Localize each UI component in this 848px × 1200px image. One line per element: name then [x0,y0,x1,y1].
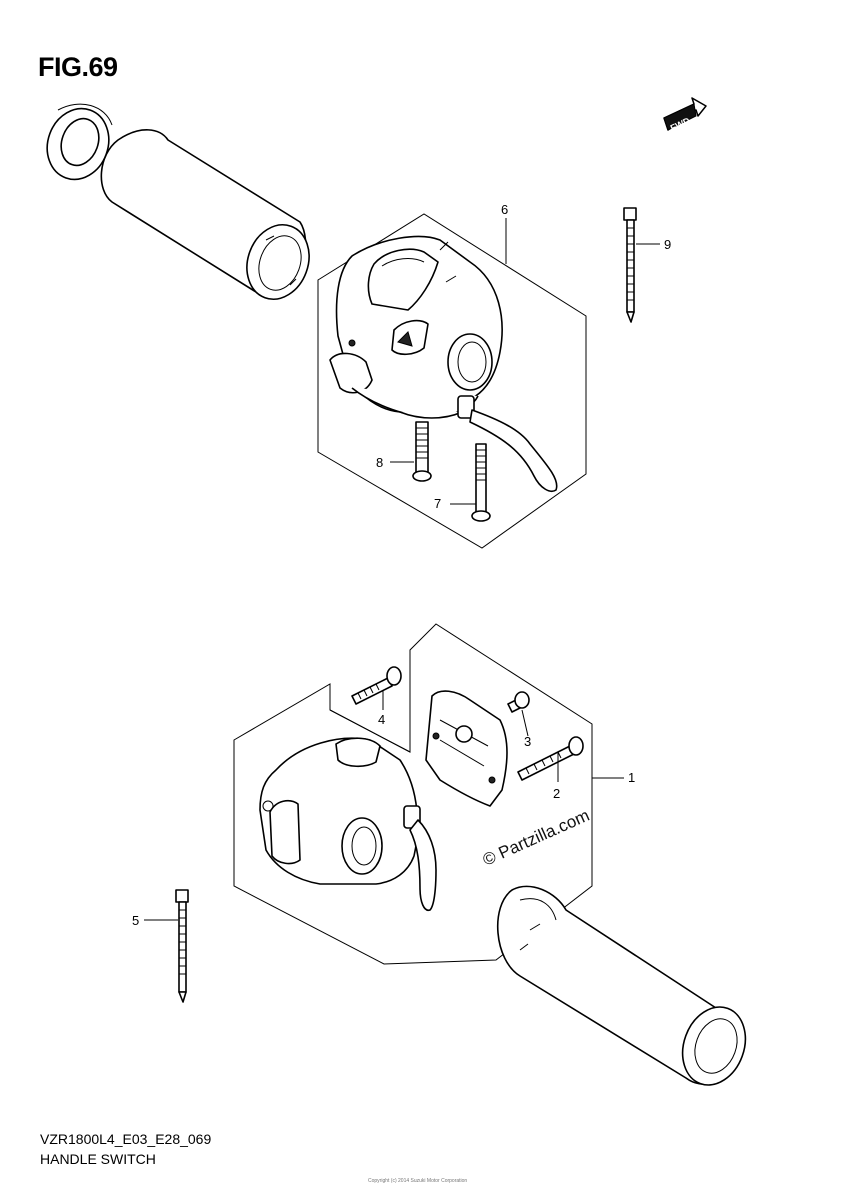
right-grip [496,885,747,1086]
callout-9: 9 [664,237,671,252]
callout-2: 2 [553,786,560,801]
screw-7 [471,443,491,522]
left-switch-housing [259,737,437,911]
footer-fine-print: Copyright (c) 2014 Suzuki Motor Corporat… [368,1178,468,1184]
figure-title: FIG.69 [38,52,118,82]
watermark-text: © Partzilla.com [480,806,592,870]
assembly-box-lower [233,623,593,965]
screw-4 [351,666,402,705]
leader-lines [144,218,660,921]
fwd-arrow-badge: FWD [663,97,707,133]
screw-8 [412,421,432,482]
callout-8: 8 [376,455,383,470]
switch-bracket [425,690,508,807]
right-switch-housing [329,235,558,492]
part-name: HANDLE SWITCH [40,1151,156,1167]
screw-3 [507,691,530,713]
callout-7: 7 [434,496,441,511]
callout-5: 5 [132,913,139,928]
callout-6: 6 [501,202,508,217]
cable-tie-9 [623,207,637,323]
model-code: VZR1800L4_E03_E28_069 [40,1131,212,1147]
left-grip [46,103,310,300]
assembly-box-upper [317,213,587,549]
cable-tie-5 [175,889,189,1003]
callout-3: 3 [524,734,531,749]
callout-1: 1 [628,770,635,785]
screw-2 [517,736,584,781]
callout-4: 4 [378,712,385,727]
